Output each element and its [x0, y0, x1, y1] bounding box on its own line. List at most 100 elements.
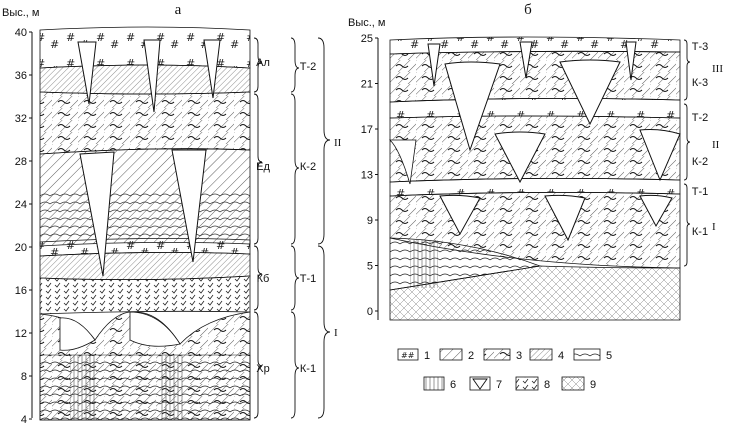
a-label-al: Ал [256, 57, 270, 69]
b-brace-iii [683, 39, 691, 101]
a-layer-kb-mid [39, 252, 251, 280]
legend-label-5: 5 [606, 350, 612, 362]
b-unit-k1: К-1 [692, 226, 708, 238]
a-brace2-k2 [290, 93, 300, 245]
legend-label-2: 2 [468, 350, 474, 362]
a-brace-al [253, 37, 263, 93]
a-brace2-k1 [290, 311, 300, 419]
tick-label: 0 [367, 306, 373, 318]
a-brace3-ii [317, 37, 331, 245]
tick-label: 21 [361, 79, 373, 91]
tick-label: 9 [367, 215, 373, 227]
legend-item-4: 4 [529, 348, 564, 362]
a-unit-k1: К-1 [300, 363, 316, 375]
legend-label-1: 1 [424, 350, 430, 362]
legend-label-4: 4 [558, 350, 564, 362]
legend-label-9: 9 [590, 379, 596, 391]
legend-item-2: 2 [439, 348, 474, 362]
legend: ## 1 2 3 4 5 6 7 8 [397, 348, 612, 391]
tick-label: 16 [15, 285, 27, 297]
a-pocket-2 [129, 311, 181, 347]
b-wedge-3 [625, 41, 637, 81]
legend-label-3: 3 [516, 350, 522, 362]
a-wedge-5 [171, 149, 207, 263]
panel-b-letter: б [524, 2, 532, 18]
legend-item-1: ## 1 [397, 348, 430, 362]
legend-item-3: 3 [483, 348, 522, 362]
a-brace-khr [253, 311, 263, 419]
tick-label: 20 [15, 242, 27, 254]
a-pocket-1 [59, 317, 96, 351]
a-layer-ed [39, 91, 251, 155]
a-brace2-t1 [290, 245, 300, 311]
a-label-khr: Хр [256, 363, 269, 375]
panel-a-axis-title: Выс., м [2, 7, 39, 19]
a-vein-2 [160, 355, 185, 420]
b-wedge-10 [544, 194, 586, 242]
b-layer-bedrock [389, 265, 681, 321]
legend-label-8: 8 [544, 379, 550, 391]
legend-item-5: 5 [573, 348, 612, 362]
a-unit-t2: Т-2 [300, 61, 317, 73]
b-unit-k3: К-3 [692, 77, 708, 89]
b-brace-ii [683, 103, 691, 181]
a-brace3-i [317, 245, 331, 419]
b-layer-t2 [389, 98, 681, 119]
b-wedge-5 [559, 59, 621, 126]
a-label-kb: Кб [257, 273, 270, 285]
svg-text:##: ## [401, 351, 415, 360]
b-wedge-11 [639, 194, 673, 228]
a-unit-t1: Т-1 [300, 273, 317, 285]
legend-item-9: 9 [561, 376, 596, 391]
tick-label: 4 [21, 414, 27, 425]
b-stage-iii: III [712, 63, 723, 75]
legend-label-7: 7 [496, 379, 502, 391]
tick-label: 13 [361, 170, 373, 182]
panel-a-letter: а [175, 2, 182, 18]
b-unit-k2: К-2 [692, 156, 708, 168]
a-stage-i: I [334, 327, 338, 339]
tick-label: 32 [15, 113, 27, 125]
b-unit-t2: Т-2 [692, 112, 709, 124]
panel-b: б Выс., м 25 21 17 13 9 5 0 Т-3 К-3 Т-2 К-2 Т-… [348, 2, 723, 321]
legend-label-6: 6 [450, 379, 456, 391]
b-wedge-1 [427, 43, 441, 87]
tick-label: 17 [361, 124, 373, 136]
tick-label: 5 [367, 261, 373, 273]
a-unit-k2: К-2 [300, 161, 316, 173]
a-brace2-t2 [290, 37, 300, 93]
tick-label: 25 [361, 33, 373, 45]
a-wedge-4 [79, 151, 115, 277]
a-brace-kb [253, 245, 263, 311]
tick-label: 12 [15, 328, 27, 340]
b-unit-t3: Т-3 [692, 41, 709, 53]
a-vein-1 [70, 355, 95, 420]
b-brace-i [683, 183, 691, 267]
tick-label: 28 [15, 156, 27, 168]
b-wedge-6 [389, 139, 417, 185]
a-layer-al-bottom [39, 64, 251, 95]
legend-item-7: 7 [469, 376, 502, 391]
a-layer-kb-bottom [39, 275, 251, 315]
b-stage-i: I [712, 221, 716, 233]
b-vein [410, 240, 438, 288]
legend-item-8: 8 [515, 376, 550, 391]
tick-label: 8 [21, 371, 27, 383]
a-layer-ed-bands [40, 190, 250, 242]
a-label-ed: Ед [256, 161, 270, 173]
a-wedge-2 [143, 39, 161, 113]
b-wedge-2 [519, 41, 533, 79]
a-wedge-1 [77, 41, 97, 105]
panel-b-axis-title: Выс., м [348, 17, 385, 29]
a-brace-ed [253, 93, 263, 245]
tick-label: 40 [15, 27, 27, 39]
legend-item-6: 6 [423, 376, 456, 391]
b-wedge-4 [444, 61, 501, 152]
b-unit-t1: Т-1 [692, 186, 709, 198]
b-wedge-9 [439, 194, 481, 236]
b-stage-ii: II [712, 139, 720, 151]
a-stage-ii: II [334, 137, 342, 149]
tick-label: 24 [15, 199, 27, 211]
